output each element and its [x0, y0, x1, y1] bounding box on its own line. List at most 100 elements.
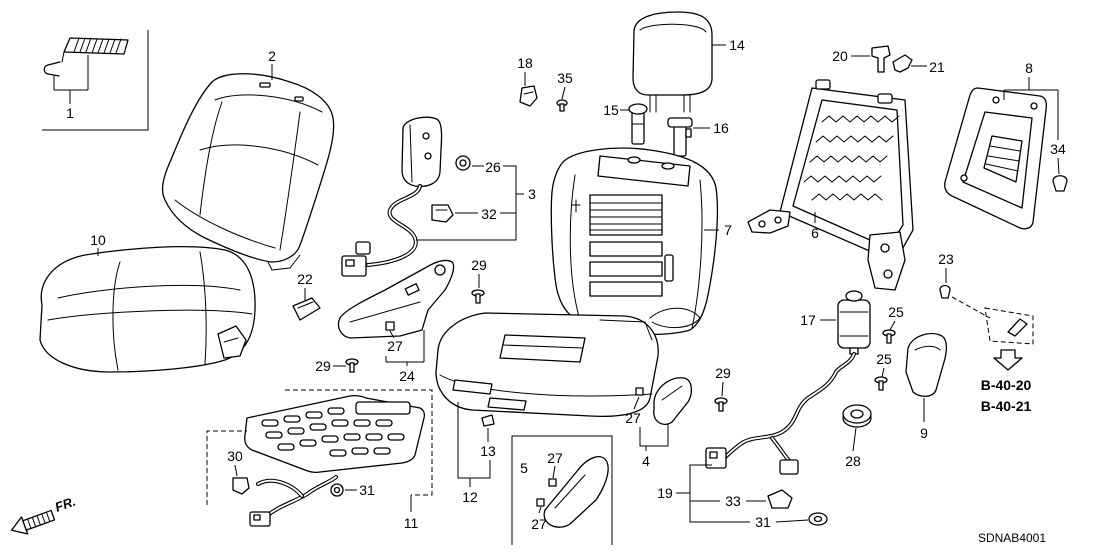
- part-bracket-20: [871, 45, 891, 73]
- part-side-trim: [337, 259, 455, 339]
- part-harness: [705, 352, 856, 475]
- leader-25-b: [881, 367, 885, 378]
- bracket-24: [385, 330, 425, 366]
- leader-29-c: [721, 381, 724, 397]
- part-clip-13: [481, 414, 495, 427]
- part-clip-33: [767, 489, 793, 509]
- callout-labels: 1 2 3 4 5 6 7 8 9 10 11 12 13 14 15 16 1…: [66, 37, 1066, 532]
- callout-27-b: 27: [625, 410, 641, 426]
- part-clip-34: [1052, 175, 1068, 192]
- callout-12: 12: [462, 489, 478, 505]
- part-screw-25-a: [882, 329, 896, 344]
- callout-1: 1: [66, 105, 74, 121]
- bracket-12: [457, 402, 491, 487]
- callout-28: 28: [845, 453, 861, 469]
- callout-6: 6: [811, 225, 819, 241]
- part-roller: [842, 404, 872, 428]
- figure-code: SDNAB4001: [978, 531, 1046, 545]
- leader-28: [852, 427, 857, 452]
- part-clip-23: [939, 284, 1034, 371]
- callout-33: 33: [725, 493, 741, 509]
- part-seat-back-cover: [161, 73, 335, 271]
- callout-26: 26: [485, 159, 501, 175]
- bracket-1: [42, 30, 149, 131]
- leader-31-b: [775, 519, 809, 523]
- callout-9: 9: [920, 425, 928, 441]
- part-cap-22: [292, 297, 321, 321]
- callout-29-c: 29: [715, 365, 731, 381]
- callout-31-a: 31: [359, 482, 375, 498]
- part-side-airbag-harness: [341, 116, 443, 277]
- leader-35: [561, 86, 566, 100]
- part-headrest-guide-lock: [667, 117, 693, 157]
- part-clip-30: [232, 477, 250, 495]
- leader-34: [1057, 157, 1060, 175]
- front-direction-label: FR.: [53, 494, 78, 515]
- part-bracket-21: [892, 54, 913, 73]
- leader-lines: [42, 30, 1060, 523]
- part-clip-32: [431, 204, 454, 223]
- callout-14: 14: [729, 37, 745, 53]
- callout-22: 22: [297, 271, 313, 287]
- part-seat-pan: [244, 394, 426, 527]
- callout-31-b: 31: [755, 514, 771, 530]
- part-clip-31-b: [808, 512, 828, 526]
- callout-23: 23: [938, 251, 954, 267]
- callout-32: 32: [481, 206, 497, 222]
- callout-21: 21: [929, 59, 945, 75]
- callout-15: 15: [603, 102, 619, 118]
- part-seat-back-frame: [747, 79, 914, 291]
- part-actuator: [837, 290, 871, 355]
- leader-27-d: [538, 506, 542, 514]
- reference-b-40-21: B-40-21: [981, 398, 1032, 414]
- part-seat-cushion-cover: [39, 245, 256, 373]
- leader-1: [53, 55, 89, 104]
- callout-2: 2: [268, 48, 276, 64]
- part-clip-set: [43, 37, 129, 77]
- leader-30: [234, 464, 238, 477]
- part-back-panel: [944, 87, 1047, 230]
- callout-27-a: 27: [387, 338, 403, 354]
- callout-24: 24: [399, 368, 415, 384]
- callout-11: 11: [404, 515, 419, 531]
- leader-27-b: [633, 396, 640, 410]
- part-screw-29-a: [471, 289, 485, 304]
- bracket-3: [416, 165, 524, 241]
- callout-18: 18: [517, 55, 533, 71]
- callout-4: 4: [642, 453, 650, 469]
- callout-17: 17: [800, 312, 816, 328]
- bracket-4: [639, 424, 669, 451]
- part-screw-29-c: [714, 397, 728, 412]
- callout-30: 30: [227, 448, 243, 464]
- part-cover-9: [905, 333, 948, 397]
- part-headrest: [632, 11, 713, 113]
- callout-27-c: 27: [547, 450, 563, 466]
- outline-11: [206, 389, 433, 505]
- callout-29-a: 29: [471, 257, 487, 273]
- callout-7: 7: [724, 222, 732, 238]
- callout-34: 34: [1050, 141, 1066, 157]
- part-screw-29-b: [345, 358, 359, 373]
- callout-19: 19: [657, 485, 673, 501]
- part-clip-18: [519, 85, 538, 107]
- bracket-19: [676, 464, 750, 523]
- part-screw-25-b: [874, 376, 888, 391]
- front-direction-arrow: [10, 509, 56, 535]
- callout-25-a: 25: [888, 304, 904, 320]
- part-nut: [455, 155, 471, 171]
- leader-27-a: [389, 330, 395, 339]
- callout-29-b: 29: [315, 358, 331, 374]
- leader-25-a: [889, 320, 896, 331]
- part-side-cover-5: [511, 435, 613, 545]
- callout-10: 10: [90, 232, 106, 248]
- reference-b-40-20: B-40-20: [981, 377, 1032, 393]
- part-headrest-guide-free: [628, 103, 648, 145]
- bracket-8: [1003, 77, 1059, 140]
- callout-3: 3: [528, 186, 536, 202]
- part-side-cover-4: [635, 377, 692, 425]
- callout-8: 8: [1025, 60, 1033, 76]
- callout-13: 13: [480, 443, 496, 459]
- part-seat-back-pad: [550, 147, 719, 336]
- part-seat-cushion-pad: [435, 312, 659, 418]
- callout-35: 35: [557, 70, 573, 86]
